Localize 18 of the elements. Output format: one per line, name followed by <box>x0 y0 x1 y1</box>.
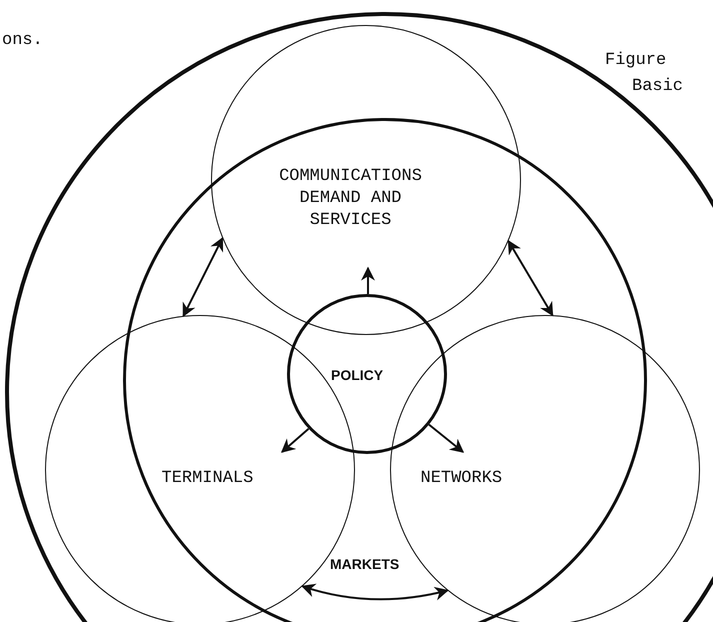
arrow <box>182 236 224 318</box>
arrow <box>301 583 449 600</box>
arrow <box>508 240 554 316</box>
topic-circle <box>211 25 521 335</box>
text-fragment: Figure <box>605 50 666 72</box>
arrow <box>428 424 464 453</box>
text-fragment: ons. <box>2 30 43 52</box>
ring-circle <box>123 118 647 622</box>
text-fragment: Basic <box>632 76 684 98</box>
arrow <box>280 428 310 453</box>
circle-label: POLICY <box>331 366 384 385</box>
circle-label: TERMINALS <box>162 468 254 490</box>
arrow <box>361 266 375 294</box>
edge-label: MARKETS <box>330 555 400 574</box>
circle-label: NETWORKS <box>420 468 504 490</box>
outer-circle <box>5 12 713 622</box>
policy-circle <box>287 294 447 454</box>
circle-label: COMMUNICATIONS DEMAND AND SERVICES <box>278 166 423 232</box>
